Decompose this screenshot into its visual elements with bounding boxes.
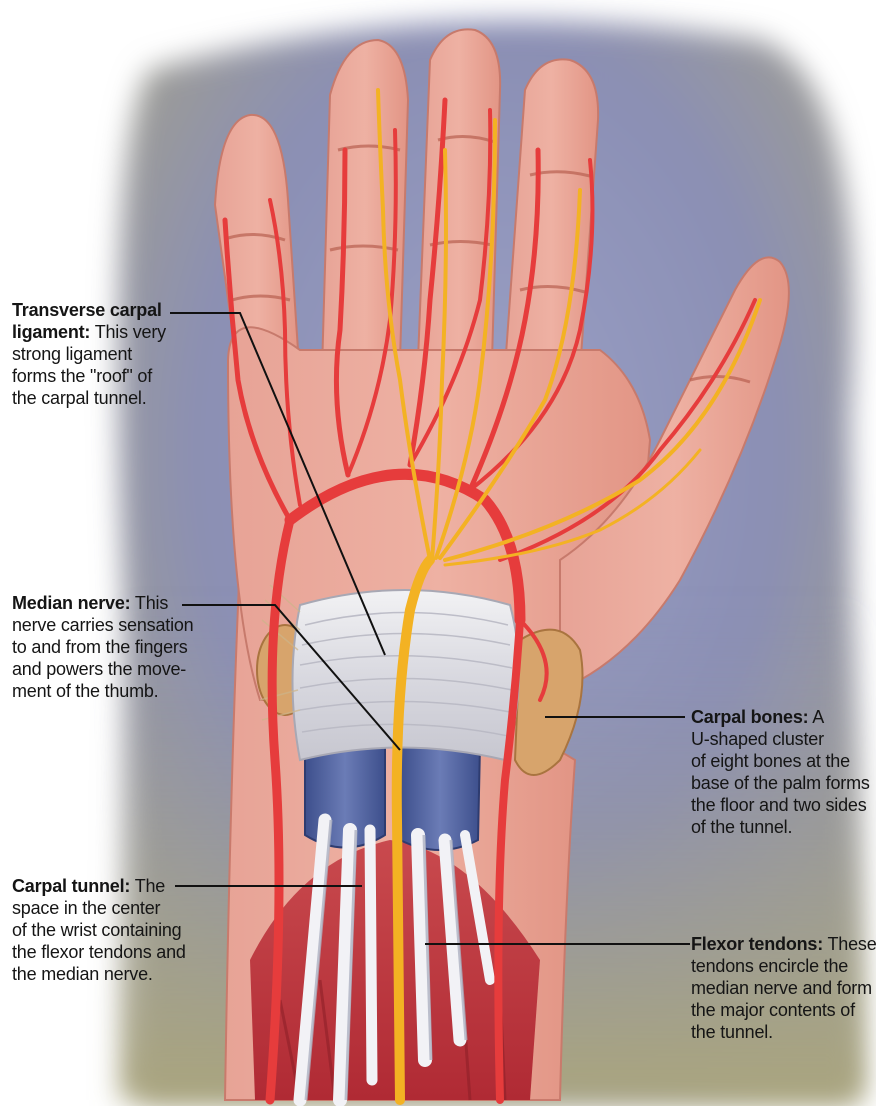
carpal-tunnel-label: Carpal tunnel: The space in the center o… (12, 875, 212, 985)
median-nerve-desc-line: ment of the thumb. (12, 680, 212, 702)
transverse-carpal-ligament-desc-line: strong ligament (12, 343, 182, 365)
flexor-tendons-desc-line: the tunnel. (691, 1021, 871, 1043)
carpal-bones-desc-line: of the tunnel. (691, 816, 871, 838)
carpal-tunnel-desc-line: of the wrist containing (12, 919, 212, 941)
flexor-tendons-desc-start: These (828, 934, 876, 954)
transverse-carpal-ligament-desc-start: This very (95, 322, 166, 342)
median-nerve-desc-start: This (135, 593, 168, 613)
carpal-bones-label: Carpal bones: A U-shaped cluster of eigh… (691, 706, 871, 838)
median-nerve-title: Median nerve: (12, 593, 130, 613)
carpal-bones-desc-start: A (812, 707, 824, 727)
carpal-tunnel-desc-line: the flexor tendons and (12, 941, 212, 963)
median-nerve-desc-line: to and from the fingers (12, 636, 212, 658)
flexor-tendons-label: Flexor tendons: These tendons encircle t… (691, 933, 871, 1043)
carpal-bones-desc-line: of eight bones at the (691, 750, 871, 772)
carpal-bones-title: Carpal bones: (691, 707, 808, 727)
median-nerve-label: Median nerve: This nerve carries sensati… (12, 592, 212, 702)
flexor-tendons-desc-line: median nerve and form (691, 977, 871, 999)
transverse-carpal-ligament-title: Transverse carpal (12, 299, 182, 321)
transverse-carpal-ligament-desc-line: the carpal tunnel. (12, 387, 182, 409)
median-nerve-desc-line: and powers the move- (12, 658, 212, 680)
transverse-carpal-ligament-title-cont: ligament: (12, 322, 90, 342)
median-nerve-desc-line: nerve carries sensation (12, 614, 212, 636)
carpal-bones-desc-line: U-shaped cluster (691, 728, 871, 750)
flexor-tendons-desc-line: tendons encircle the (691, 955, 871, 977)
transverse-carpal-ligament (260, 585, 519, 760)
flexor-tendons-title: Flexor tendons: (691, 934, 823, 954)
carpal-tunnel-desc-line: space in the center (12, 897, 212, 919)
carpal-tunnel-title: Carpal tunnel: (12, 876, 130, 896)
carpal-tunnel-desc-start: The (135, 876, 165, 896)
transverse-carpal-ligament-desc-line: forms the "roof" of (12, 365, 182, 387)
flexor-tendons-desc-line: the major contents of (691, 999, 871, 1021)
carpal-bones-desc-line: the floor and two sides (691, 794, 871, 816)
carpal-bones-desc-line: base of the palm forms (691, 772, 871, 794)
transverse-carpal-ligament-label: Transverse carpal ligament: This very st… (12, 299, 182, 409)
carpal-tunnel-desc-line: the median nerve. (12, 963, 212, 985)
